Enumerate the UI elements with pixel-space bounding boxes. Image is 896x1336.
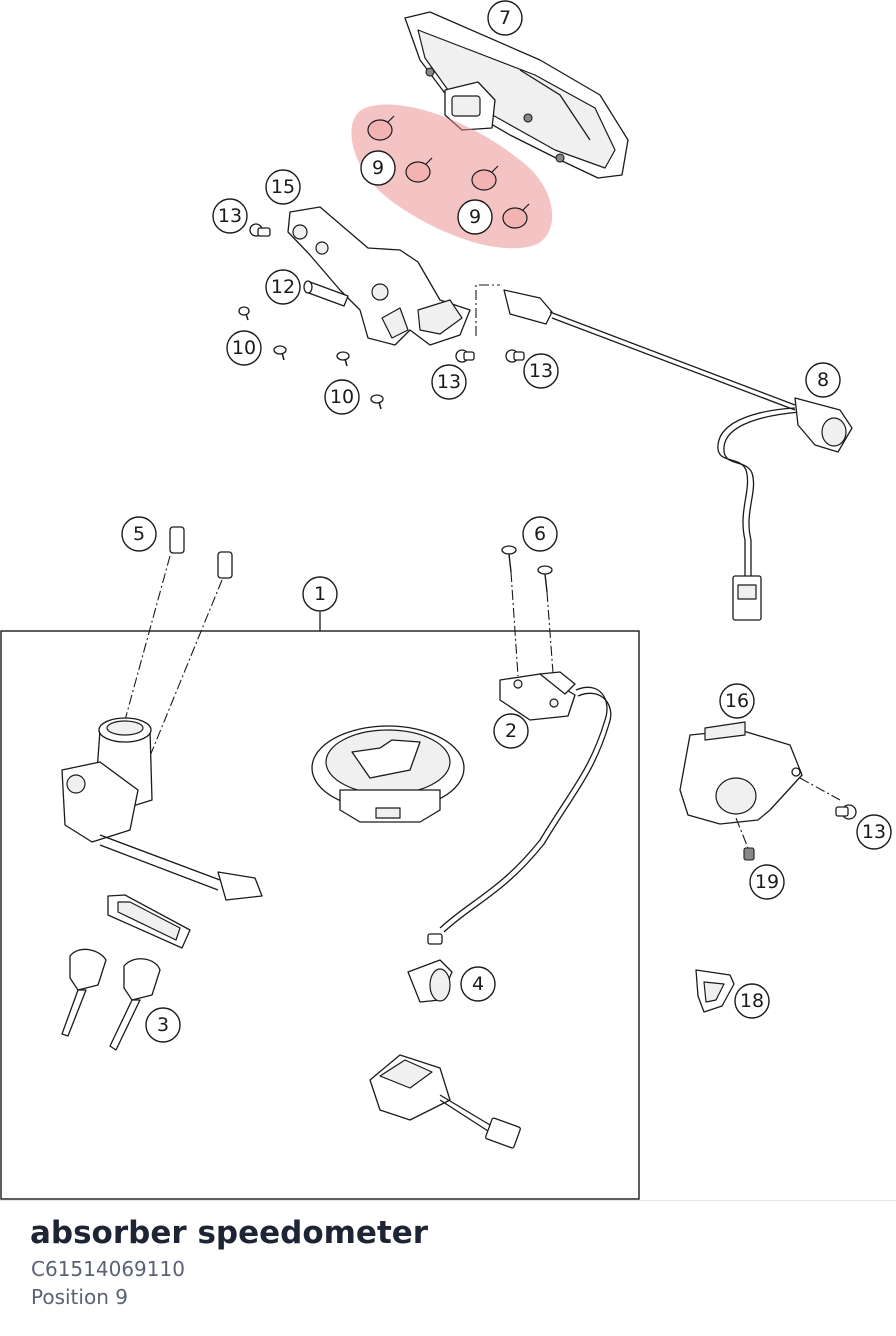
callout-10: 10: [324, 379, 360, 415]
callout-6: 6: [522, 516, 558, 552]
part-code: C61514069110: [31, 1257, 185, 1281]
key-fob-part[interactable]: [107, 894, 191, 949]
callout-13: 13: [212, 198, 248, 234]
bracket-part[interactable]: [287, 206, 471, 346]
key-2[interactable]: [109, 958, 161, 1051]
callout-9: 9: [360, 150, 396, 186]
control-unit-part[interactable]: [369, 1054, 521, 1149]
sensor-part[interactable]: [427, 671, 612, 945]
callout-8: 8: [805, 362, 841, 398]
callout-3: 3: [145, 1007, 181, 1043]
part-name: absorber speedometer: [30, 1215, 429, 1251]
svg-text:1: 1: [314, 583, 326, 605]
screw-10-d[interactable]: [370, 394, 384, 410]
svg-text:18: 18: [740, 990, 764, 1012]
callout-16: 16: [719, 683, 755, 719]
svg-text:4: 4: [472, 973, 484, 995]
svg-text:9: 9: [372, 157, 384, 179]
speedometer-part[interactable]: [404, 11, 629, 179]
callout-4: 4: [460, 966, 496, 1002]
svg-text:13: 13: [862, 821, 886, 843]
absorber-3: [471, 165, 499, 191]
svg-text:5: 5: [133, 523, 145, 545]
svg-text:6: 6: [534, 523, 546, 545]
callout-13: 13: [523, 353, 559, 389]
screw-19[interactable]: [743, 847, 755, 861]
pin-5-b[interactable]: [217, 551, 233, 579]
bolt-13-middle-b[interactable]: [505, 349, 525, 363]
absorber-1: [367, 115, 395, 141]
svg-text:15: 15: [271, 176, 295, 198]
bolt-13-right[interactable]: [835, 804, 857, 820]
screw-10-c[interactable]: [336, 351, 350, 367]
bolt-13-middle-a[interactable]: [455, 349, 475, 363]
callout-7: 7: [487, 0, 523, 36]
callout-5: 5: [121, 516, 157, 552]
callout-1: 1: [302, 576, 338, 612]
ignition-lock-part[interactable]: [61, 717, 263, 901]
callout-9: 9: [457, 199, 493, 235]
screw-6-b[interactable]: [537, 565, 553, 593]
svg-text:3: 3: [157, 1014, 169, 1036]
absorber-2: [405, 157, 433, 183]
exploded-parts-diagram: 7 15 13 9 9 12 10 10 13 13 8 5 6 1 2 16 …: [0, 0, 892, 1200]
wiring-harness-part[interactable]: [475, 284, 853, 621]
callout-15: 15: [265, 169, 301, 205]
svg-text:9: 9: [469, 206, 481, 228]
spacer-12[interactable]: [303, 280, 349, 307]
clip-part[interactable]: [407, 959, 453, 1003]
svg-text:13: 13: [218, 205, 242, 227]
svg-text:13: 13: [529, 360, 553, 382]
absorber-highlight[interactable]: [351, 104, 553, 249]
svg-text:10: 10: [232, 337, 256, 359]
svg-text:19: 19: [755, 871, 779, 893]
callout-19: 19: [749, 864, 785, 900]
bolt-13-left[interactable]: [249, 223, 271, 237]
svg-text:2: 2: [505, 720, 517, 742]
callout-13: 13: [856, 814, 892, 850]
svg-text:10: 10: [330, 386, 354, 408]
part-info-panel: absorber speedometer C61514069110 Positi…: [0, 1200, 896, 1336]
callout-13: 13: [431, 364, 467, 400]
svg-text:7: 7: [499, 7, 511, 29]
pin-5-a[interactable]: [169, 526, 185, 554]
screw-6-a[interactable]: [501, 545, 517, 573]
ignition-cover-part[interactable]: [679, 721, 803, 825]
svg-text:12: 12: [271, 276, 295, 298]
callout-10: 10: [226, 330, 262, 366]
absorber-4: [502, 203, 530, 229]
fuel-cap-part[interactable]: [311, 725, 465, 823]
screw-10-b[interactable]: [273, 345, 287, 361]
screw-10-a[interactable]: [238, 306, 250, 321]
svg-text:16: 16: [725, 690, 749, 712]
callout-2: 2: [493, 713, 529, 749]
callout-12: 12: [265, 269, 301, 305]
holder-part[interactable]: [695, 969, 735, 1013]
callout-18: 18: [734, 983, 770, 1019]
svg-text:8: 8: [817, 369, 829, 391]
key-1[interactable]: [61, 948, 107, 1037]
svg-text:13: 13: [437, 371, 461, 393]
part-position: Position 9: [31, 1285, 128, 1309]
